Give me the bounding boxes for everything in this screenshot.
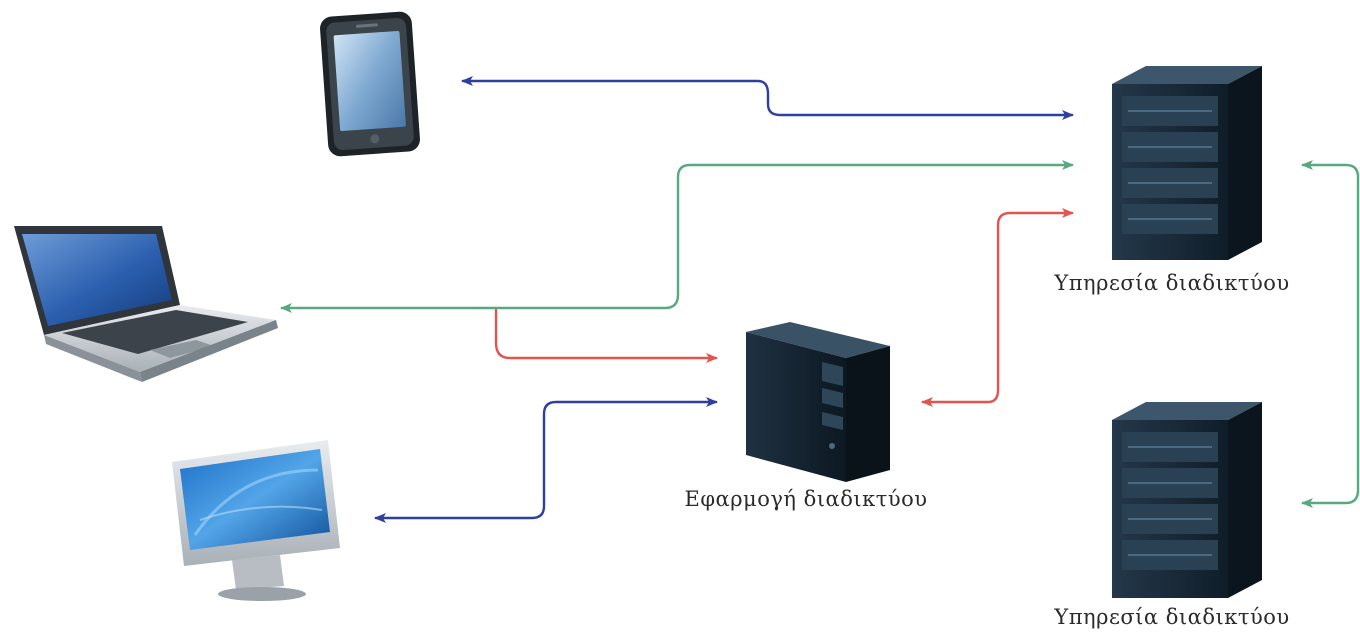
web-service-1-to-web-service-2-connection	[1301, 160, 1360, 508]
desktop-monitor-icon	[172, 440, 340, 601]
web-app-label: Εφαρμογή διαδικτύου	[684, 487, 927, 511]
laptop-to-web-service-1-connection	[280, 160, 1074, 313]
tower-server-icon	[746, 322, 890, 482]
web-service-2-label: Υπηρεσία διαδικτύου	[1053, 605, 1289, 629]
rack-server-icon	[1112, 66, 1262, 260]
smartphone-icon	[320, 11, 420, 157]
smartphone-to-web-service-1-connection	[461, 76, 1074, 120]
web-service-1-label: Υπηρεσία διαδικτύου	[1053, 271, 1289, 295]
rack-server-icon	[1112, 402, 1262, 598]
laptop-to-web-app-connection	[494, 308, 718, 363]
web-app-to-web-service-1-connection	[921, 208, 1074, 407]
desktop-to-web-app-connection	[374, 397, 718, 523]
laptop-icon	[14, 226, 278, 382]
